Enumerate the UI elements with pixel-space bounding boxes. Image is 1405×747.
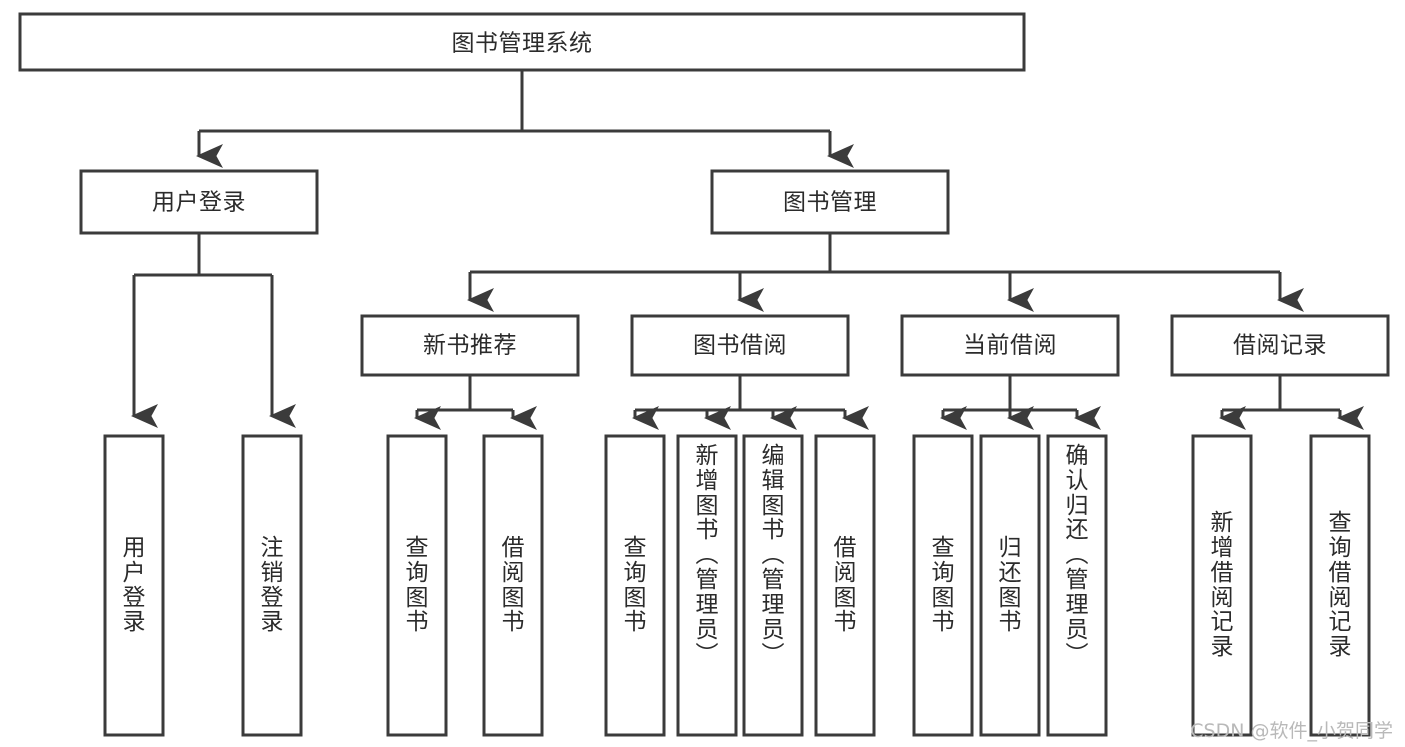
node-layer: 图书管理系统 用户登录 图书管理 新书推荐 图书借阅 当前借阅 借阅记录 — [18, 12, 1390, 737]
node-box-leaf-query-book-1[interactable] — [386, 434, 448, 737]
node-box-leaf-query-book-2[interactable] — [604, 434, 666, 737]
node-box-root[interactable] — [18, 12, 1026, 72]
node-label-user-login: 用户登录 — [152, 190, 246, 216]
node-box-leaf-borrow-book-2[interactable] — [814, 434, 876, 737]
node-box-leaf-query-record[interactable] — [1309, 434, 1371, 737]
node-label-book-borrow: 图书借阅 — [693, 333, 787, 359]
node-box-borrow-record[interactable] — [1170, 314, 1390, 377]
node-box-leaf-add-book[interactable] — [676, 434, 738, 737]
node-label-new-book-recommend: 新书推荐 — [423, 333, 517, 359]
node-label-borrow-record: 借阅记录 — [1233, 333, 1327, 359]
node-box-leaf-query-book-3[interactable] — [912, 434, 974, 737]
node-box-new-book-recommend[interactable] — [360, 314, 580, 377]
node-box-leaf-return-book[interactable] — [979, 434, 1041, 737]
connector-borrowrecord-stem — [1222, 375, 1340, 418]
node-box-leaf-logout[interactable] — [241, 434, 303, 737]
connector-bookborrow-stem — [635, 375, 845, 418]
connector-userlogin-stem — [134, 233, 272, 416]
node-box-leaf-borrow-book-1[interactable] — [482, 434, 544, 737]
connector-root-bus — [199, 70, 830, 156]
connector-bookmanage-stem — [470, 233, 1280, 300]
node-label-current-borrow: 当前借阅 — [963, 333, 1057, 359]
node-label-book-manage: 图书管理 — [783, 190, 877, 216]
node-box-book-manage[interactable] — [710, 169, 950, 235]
node-box-book-borrow[interactable] — [630, 314, 850, 377]
node-box-user-login[interactable] — [79, 169, 319, 235]
node-label-root: 图书管理系统 — [452, 31, 593, 57]
node-box-leaf-add-record[interactable] — [1191, 434, 1253, 737]
node-box-leaf-user-login[interactable] — [103, 434, 165, 737]
node-box-leaf-edit-book[interactable] — [742, 434, 804, 737]
connector-layer — [134, 70, 1364, 418]
connector-newbook-stem — [417, 375, 513, 418]
node-box-leaf-confirm-return[interactable] — [1046, 434, 1108, 737]
node-box-current-borrow[interactable] — [900, 314, 1120, 377]
